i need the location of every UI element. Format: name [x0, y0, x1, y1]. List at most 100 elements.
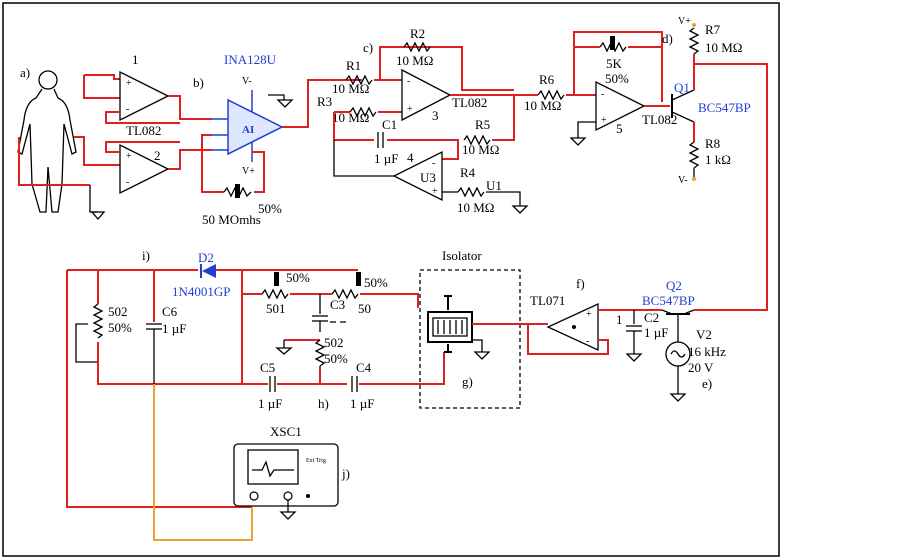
isolator-label: Isolator	[442, 248, 482, 263]
ground-symbol-c2	[625, 353, 643, 362]
r4-to-ground	[486, 191, 521, 206]
ina-output-wire	[282, 79, 362, 128]
ina-part: INA128U	[224, 52, 277, 67]
svg-text:+: +	[407, 104, 413, 115]
c2-value: 1 µF	[644, 325, 668, 340]
v2-amp: 20 V	[688, 360, 714, 375]
human-body-figure	[17, 70, 77, 213]
c5-label: C5	[260, 360, 275, 375]
resistor-r5	[463, 134, 491, 146]
u3-output-wire	[333, 140, 394, 177]
q2-part: BC547BP	[642, 293, 695, 308]
c4-value: 1 µF	[350, 396, 374, 411]
ina128-amplifier: AI	[212, 90, 284, 162]
r4-value: 10 MΩ	[457, 200, 494, 215]
opamp-2: + -	[119, 143, 170, 195]
resistor-r7	[688, 27, 700, 55]
buffer-wires	[105, 95, 212, 170]
r1-label: R1	[346, 58, 361, 73]
ground-symbol-5	[569, 137, 587, 146]
xsc-label: XSC1	[270, 424, 302, 439]
resistor-r4	[457, 186, 485, 198]
ground-symbol-ina	[276, 99, 294, 108]
v2-label: V2	[696, 327, 712, 342]
opamp-4-number: 4	[407, 150, 414, 165]
ina-vminus: V-	[242, 76, 252, 87]
ground-symbol-h	[275, 347, 293, 355]
label-e: e)	[702, 376, 712, 391]
potentiometer-502a	[92, 303, 104, 339]
opamp-2-number: 2	[154, 148, 161, 163]
r8-label: R8	[705, 136, 720, 151]
pot502a-wiper-wire	[75, 323, 98, 363]
capacitor-c5	[269, 376, 276, 392]
pot502b-label: 502	[324, 335, 344, 350]
svg-text:-: -	[126, 104, 129, 115]
capacitor-c4	[351, 376, 358, 392]
oscilloscope-xsc1: Ext Trig	[233, 443, 339, 507]
svg-text:+: +	[126, 151, 132, 162]
r6-value: 10 MΩ	[524, 98, 561, 113]
label-d: d)	[662, 31, 673, 46]
svg-text:AI: AI	[242, 124, 254, 136]
d2-part: 1N4001GP	[172, 284, 231, 299]
label-g: g)	[462, 374, 473, 389]
label-a: a)	[20, 65, 30, 80]
opamp-6-part: TL071	[530, 293, 565, 308]
potentiometer-5k	[599, 36, 627, 53]
r5-label: R5	[475, 117, 490, 132]
svg-text:+: +	[601, 115, 607, 126]
opamp-3-part: TL082	[452, 95, 487, 110]
pot50-to-isolator	[360, 293, 419, 308]
pot5k-pct: 50%	[605, 71, 629, 86]
c6-value: 1 µF	[162, 321, 186, 336]
diode-d2	[200, 264, 216, 278]
c2-num: 1	[616, 312, 623, 327]
q2-label: Q2	[666, 278, 682, 293]
capacitor-c1	[377, 132, 384, 148]
transistor-q2	[661, 309, 695, 315]
resistor-r6	[537, 89, 565, 101]
pot501-pct: 50%	[286, 270, 310, 285]
capacitor-c3	[312, 315, 328, 322]
vminus-node	[692, 177, 696, 181]
transistor-q1	[671, 89, 695, 123]
sine-icon	[670, 350, 686, 358]
pot50-pct: 50%	[364, 275, 388, 290]
label-f: f)	[576, 276, 585, 291]
c2-label: C2	[644, 310, 659, 325]
opamp-1-2-part: TL082	[126, 123, 161, 138]
pot502a-pct: 50%	[108, 320, 132, 335]
opamp-5: - +	[595, 80, 646, 132]
pot5k-loop-wire	[573, 31, 663, 102]
q1-collector-to-q2	[694, 63, 768, 311]
q1-part: BC547BP	[698, 100, 751, 115]
r6-label: R6	[539, 72, 555, 87]
gain-wire-right	[252, 151, 265, 193]
c5-value: 1 µF	[258, 396, 282, 411]
c1-label: C1	[382, 117, 397, 132]
pot502a-label: 502	[108, 304, 128, 319]
opamp-5-ground-wire	[577, 121, 596, 138]
body-electrode-wires	[18, 74, 120, 186]
r1-value: 10 MΩ	[332, 81, 369, 96]
c3-label: C3	[330, 297, 345, 312]
opamp-tl071: + -	[546, 302, 599, 352]
c4-to-isolator	[359, 352, 445, 385]
pot5k-label: 5K	[606, 56, 623, 71]
opamp-1: + -	[119, 70, 170, 122]
scope-probe-wire	[153, 384, 253, 541]
ina-vplus: V+	[242, 166, 255, 177]
ground-symbol-xsc	[279, 511, 297, 520]
label-b: b)	[193, 75, 204, 90]
gain-pot-pct: 50%	[258, 201, 282, 216]
r4-label: R4	[460, 165, 476, 180]
ground-symbol-r4	[511, 205, 529, 214]
svg-text:-: -	[601, 89, 604, 100]
label-i: i)	[142, 248, 150, 263]
c4-label: C4	[356, 360, 372, 375]
opamp-1-number: 1	[132, 52, 139, 67]
isolator-optocoupler	[427, 295, 473, 353]
potentiometer-501	[261, 272, 289, 300]
svg-text:-: -	[126, 177, 129, 188]
